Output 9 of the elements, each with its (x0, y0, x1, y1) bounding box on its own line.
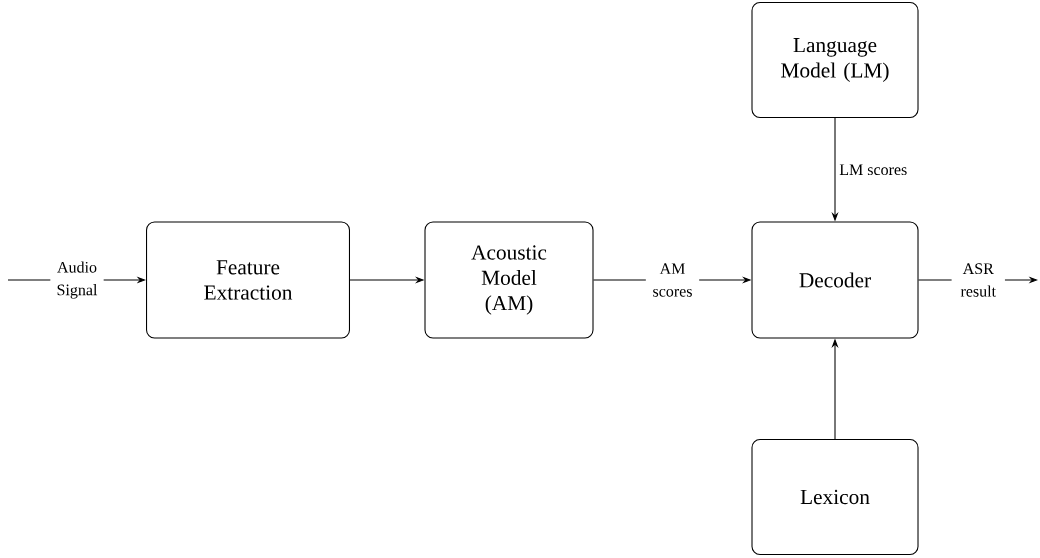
process-box: Acoustic Model (AM) (424, 221, 594, 339)
edge-label: AM scores (645, 261, 700, 298)
process-box: Language Model (LM) (751, 2, 919, 118)
process-box: Lexicon (751, 439, 919, 555)
process-box: Decoder (751, 221, 919, 339)
edge-label: ASR result (951, 261, 1005, 299)
edge-label: LM scores (837, 163, 909, 177)
process-box: Feature Extraction (146, 221, 350, 339)
edge-label: Audio Signal (50, 260, 104, 300)
